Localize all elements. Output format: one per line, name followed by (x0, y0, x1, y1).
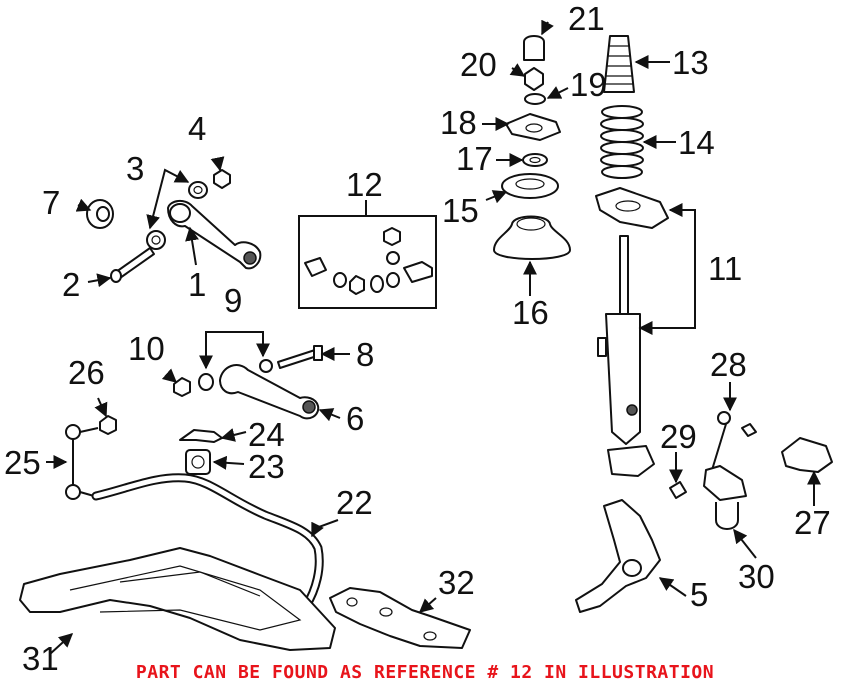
part-27-bracket (781, 437, 833, 473)
part-23-bushing (185, 449, 211, 475)
part-17-washer (522, 153, 548, 167)
callout-4: 4 (188, 110, 206, 147)
callout-8: 8 (356, 336, 374, 373)
part-5-steering-knuckle (575, 499, 661, 613)
part-19-washer (524, 93, 546, 105)
part-15-bearing (501, 173, 559, 199)
part-13-dust-boot (603, 35, 635, 93)
part-21-cap (523, 35, 545, 61)
callout-29: 29 (660, 418, 697, 455)
part-25-stabilizer-link (65, 424, 99, 500)
part-10-nut (173, 377, 191, 397)
callout-25: 25 (4, 444, 41, 481)
callout-20: 20 (460, 46, 497, 83)
callout-6: 6 (346, 400, 364, 437)
callout-2: 2 (62, 266, 80, 303)
part-31-subframe (19, 547, 336, 651)
part-3-washers (146, 181, 208, 250)
part-26-nut (99, 415, 117, 435)
part-16-strut-mount (493, 215, 571, 260)
bracket-3 (146, 168, 190, 230)
callout-15: 15 (442, 192, 479, 229)
callout-7: 7 (42, 184, 60, 221)
callout-12: 12 (346, 166, 383, 203)
callout-10: 10 (128, 330, 165, 367)
callout-9: 9 (224, 282, 242, 319)
callout-3: 3 (126, 150, 144, 187)
part-12-kit-box (298, 215, 437, 309)
callout-16: 16 (512, 294, 549, 331)
callout-24: 24 (248, 416, 285, 453)
part-11-strut-assembly (595, 187, 669, 477)
callout-23: 23 (248, 448, 285, 485)
callout-18: 18 (440, 104, 477, 141)
part-29-clip (669, 481, 687, 499)
callout-22: 22 (336, 484, 373, 521)
callout-21: 21 (568, 0, 605, 37)
bracket-9 (199, 331, 270, 370)
part-7-bushing (86, 199, 114, 229)
part-4-nut (213, 169, 231, 189)
callout-19: 19 (570, 66, 607, 103)
part-28-link (703, 411, 757, 501)
footer-note: PART CAN BE FOUND AS REFERENCE # 12 IN I… (135, 662, 715, 683)
callout-11: 11 (708, 250, 742, 287)
part-24-clamp (179, 429, 223, 443)
part-9-lower-arm (198, 359, 320, 420)
callout-31: 31 (22, 640, 59, 677)
callout-32: 32 (438, 564, 475, 601)
part-32-plate (329, 587, 471, 649)
callout-5: 5 (690, 576, 708, 613)
leader-lines (46, 19, 821, 655)
callout-1: 1 (188, 266, 206, 303)
part-8-bolt (277, 345, 323, 369)
bracket-11 (638, 203, 696, 335)
callout-14: 14 (678, 124, 715, 161)
callout-28: 28 (710, 346, 747, 383)
callout-13: 13 (672, 44, 709, 81)
part-20-nut (524, 67, 544, 91)
callout-27: 27 (794, 504, 831, 541)
part-18-mount-plate (505, 113, 561, 141)
part-1-control-arm (167, 200, 262, 270)
part-14-coil-spring (600, 105, 644, 179)
callout-26: 26 (68, 354, 105, 391)
callout-30: 30 (738, 558, 775, 595)
part-2-bolt (110, 247, 155, 283)
part-30-u-bolt (715, 502, 739, 530)
callout-17: 17 (456, 140, 493, 177)
